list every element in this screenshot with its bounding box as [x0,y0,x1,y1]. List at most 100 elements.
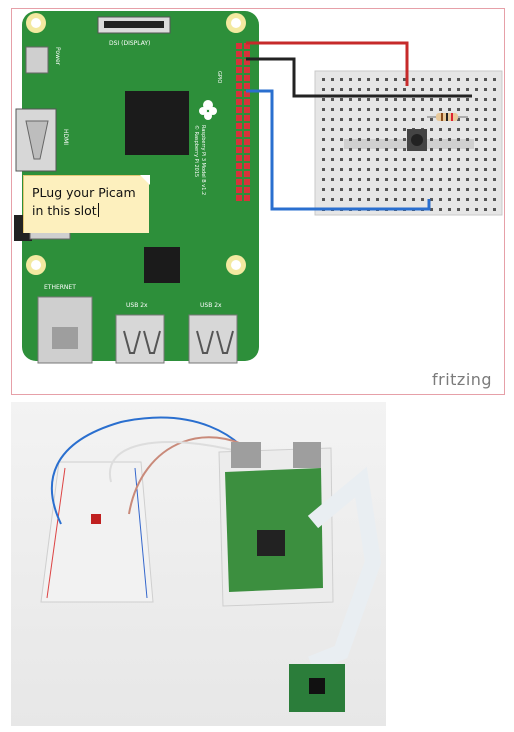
gpio-pin [236,59,242,65]
breadboard-hole [439,78,442,81]
photo-breadboard [40,461,154,603]
breadboard-hole [349,178,352,181]
breadboard-hole [421,108,424,111]
breadboard-hole [376,78,379,81]
breadboard-hole [349,128,352,131]
breadboard-hole [493,98,496,101]
breadboard-hole [358,98,361,101]
breadboard-hole [430,108,433,111]
gpio-pin [244,187,250,193]
breadboard-hole [403,198,406,201]
breadboard-hole [394,198,397,201]
raspberry-logo-icon [199,100,217,120]
hardware-photo-illustration [11,402,386,726]
breadboard-hole [340,168,343,171]
breadboard-hole [331,138,334,141]
breadboard-hole [394,168,397,171]
breadboard-hole [376,188,379,191]
breadboard-hole [475,198,478,201]
breadboard-hole [349,108,352,111]
breadboard-hole [376,148,379,151]
breadboard-hole [394,178,397,181]
breadboard-hole [367,88,370,91]
breadboard-hole [349,98,352,101]
breadboard-hole [439,208,442,211]
breadboard-hole [484,128,487,131]
breadboard-hole [421,158,424,161]
breadboard-hole [457,148,460,151]
gpio-pin [244,67,250,73]
breadboard-hole [322,148,325,151]
breadboard-hole [394,88,397,91]
breadboard-hole [331,168,334,171]
breadboard-hole [394,188,397,191]
breadboard-hole [367,158,370,161]
photo-raspberry-pi [218,442,334,607]
breadboard-hole [376,168,379,171]
breadboard-hole [331,88,334,91]
breadboard-hole [322,118,325,121]
breadboard-hole [484,108,487,111]
breadboard-hole [493,198,496,201]
breadboard-hole [349,148,352,151]
breadboard-hole [448,138,451,141]
breadboard-hole [484,188,487,191]
breadboard-hole [403,108,406,111]
breadboard-hole [484,78,487,81]
breadboard-hole [457,188,460,191]
gpio-pin [236,75,242,81]
breadboard-hole [322,78,325,81]
breadboard-hole [403,188,406,191]
breadboard-hole [385,188,388,191]
soc-chip [125,91,189,155]
gpio-label: GPIO [216,71,222,83]
gpio-pin [236,123,242,129]
breadboard-hole [385,118,388,121]
breadboard-hole [430,128,433,131]
breadboard-hole [322,138,325,141]
breadboard-hole [466,108,469,111]
breadboard-hole [448,178,451,181]
breadboard-holes [322,78,496,211]
breadboard-hole [466,188,469,191]
photo-push-button [91,514,101,524]
breadboard-hole [340,128,343,131]
breadboard-hole [430,198,433,201]
breadboard-hole [394,78,397,81]
breadboard-hole [421,198,424,201]
breadboard-hole [376,138,379,141]
breadboard-hole [430,148,433,151]
blue-wire [246,89,431,211]
breadboard-hole [340,88,343,91]
usb-port-1 [115,314,165,364]
photo-camera-module [289,664,345,712]
breadboard-hole [358,148,361,151]
breadboard-hole [484,168,487,171]
breadboard-hole [331,108,334,111]
breadboard-hole [475,178,478,181]
breadboard-hole [322,128,325,131]
breadboard-hole [358,198,361,201]
breadboard-hole [385,108,388,111]
gpio-pin [236,43,242,49]
breadboard-hole [340,108,343,111]
breadboard-hole [394,108,397,111]
breadboard-hole [457,98,460,101]
breadboard-hole [448,108,451,111]
breadboard-hole [430,98,433,101]
breadboard-hole [394,148,397,151]
wiring-diagram-panel: DSI (DISPLAY) Power HDMI Raspberry Pi 3 … [11,8,505,395]
breadboard-hole [385,158,388,161]
breadboard-hole [358,128,361,131]
mounting-holes [26,13,246,275]
wires [246,41,472,211]
breadboard-hole [322,108,325,111]
breadboard-hole [340,188,343,191]
breadboard-hole [412,188,415,191]
breadboard-hole [484,158,487,161]
photo-ribbon-cable [307,466,382,672]
gpio-pin [244,139,250,145]
dsi-label: DSI (DISPLAY) [109,40,150,47]
breadboard-hole [475,98,478,101]
breadboard-hole [358,88,361,91]
